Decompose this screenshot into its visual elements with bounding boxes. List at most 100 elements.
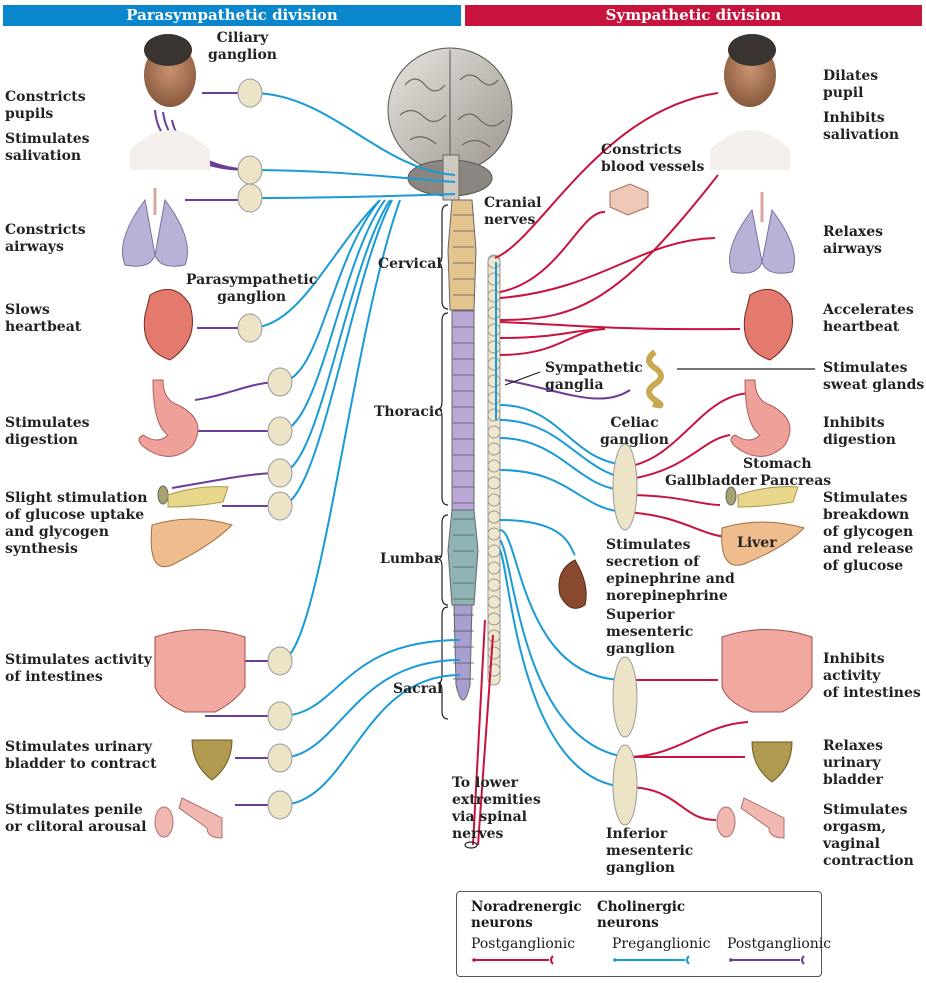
- spinal-cord: [447, 199, 479, 701]
- sympathetic-chain-ganglion: [487, 578, 501, 592]
- legend-swatch-noradrenergic-postganglionic: [472, 955, 554, 965]
- parasympathetic-ganglion: [237, 155, 263, 185]
- penis-right: [740, 797, 785, 839]
- para-effect-digestion: Stimulates digestion: [5, 415, 90, 448]
- parasympathetic-ganglion: [267, 646, 293, 676]
- symp-effect-salivation: Inhibits salivation: [823, 110, 900, 143]
- kidney-adrenal: [558, 559, 587, 609]
- sympathetic-ganglia-label: Sympathetic ganglia: [545, 360, 643, 393]
- symp-effect-heart: Accelerates heartbeat: [823, 302, 914, 335]
- symp-effect-adrenal: Stimulates secretion of epinephrine and …: [606, 537, 735, 604]
- symp-effect-blood-vessels: Constricts blood vessels: [601, 142, 705, 175]
- parasympathetic-ganglion-label: Parasympathetic ganglion: [186, 272, 318, 305]
- gallbladder-right: [725, 486, 737, 506]
- sympathetic-postganglionic-fibers: [472, 92, 751, 846]
- liver-label: Liver: [737, 535, 777, 551]
- lower-extremities-label: To lower extremities via spinal nerves: [452, 775, 541, 842]
- sympathetic-chain-ganglion: [487, 425, 501, 439]
- parasympathetic-ganglion: [267, 491, 293, 521]
- ciliary-ganglion-label: Ciliary ganglion: [208, 30, 277, 63]
- liver-left: [150, 518, 233, 567]
- para-effect-intestines: Stimulates activity of intestines: [5, 652, 152, 685]
- legend: Noradrenergic neurons Cholinergic neuron…: [456, 891, 831, 977]
- symp-effect-digestion: Inhibits digestion: [823, 415, 896, 448]
- inferior-mesenteric-ganglion: [612, 744, 638, 826]
- sympathetic-chain-ganglion: [487, 374, 501, 388]
- parasympathetic-ganglion: [267, 743, 293, 773]
- stomach-right: [730, 379, 791, 457]
- para-effect-bladder: Stimulates urinary bladder to contract: [5, 739, 157, 772]
- parasympathetic-ganglion: [267, 458, 293, 488]
- cervical-label: Cervical: [378, 256, 442, 272]
- pancreas-left: [167, 486, 229, 508]
- sympathetic-chain-ganglion: [487, 595, 501, 609]
- pancreas-right: [737, 486, 799, 508]
- sympathetic-chain-ganglion: [487, 527, 501, 541]
- parasympathetic-ganglion: [267, 701, 293, 731]
- sympathetic-chain-ganglion: [487, 493, 501, 507]
- pancreas-label: Pancreas: [760, 473, 832, 489]
- intestines-left: [154, 629, 246, 713]
- para-effect-genitals: Stimulates penile or clitoral arousal: [5, 802, 147, 835]
- parasympathetic-ganglion: [267, 790, 293, 820]
- penis-left: [178, 797, 223, 839]
- spinal-region-brackets: [437, 204, 449, 720]
- sympathetic-chain-ganglion: [487, 357, 501, 371]
- head-parasympathetic: [130, 34, 210, 170]
- parasympathetic-ganglion: [237, 183, 263, 213]
- intestines-right: [721, 629, 813, 713]
- sympathetic-chain: [487, 254, 501, 686]
- para-effect-glucose: Slight stimulation of glucose uptake and…: [5, 490, 148, 557]
- legend-swatch-cholinergic-postganglionic: [729, 955, 805, 965]
- bladder-right: [751, 741, 793, 783]
- para-effect-heart: Slows heartbeat: [5, 302, 82, 335]
- spinal-nerve-loop: [464, 841, 478, 849]
- sympathetic-ganglia-pointer: [504, 371, 541, 386]
- brain: [387, 47, 513, 201]
- organs: [122, 34, 813, 839]
- para-effect-salivation: Stimulates salivation: [5, 131, 90, 164]
- sympathetic-preganglionic-fibers: [495, 262, 626, 788]
- parasympathetic-division-header: Parasympathetic division: [3, 5, 461, 26]
- blood-vessel: [609, 183, 649, 216]
- sympathetic-chain-ganglion: [487, 289, 501, 303]
- thoracic-label: Thoracic: [374, 404, 443, 420]
- sympathetic-chain-ganglion: [487, 476, 501, 490]
- sympathetic-chain-ganglion: [487, 306, 501, 320]
- head-sympathetic: [710, 34, 790, 170]
- lumbar-label: Lumbar: [380, 551, 442, 567]
- sacral-label: Sacral: [393, 681, 443, 697]
- symp-effect-pupil: Dilates pupil: [823, 68, 879, 101]
- sympathetic-chain-ganglion: [487, 323, 501, 337]
- lungs-right: [729, 192, 795, 274]
- sympathetic-chain-ganglion: [487, 510, 501, 524]
- legend-cholinergic-preganglionic-label: Preganglionic: [612, 936, 711, 952]
- gallbladder-label: Gallbladder: [665, 473, 757, 489]
- symp-effect-bladder: Relaxes urinary bladder: [823, 738, 884, 788]
- stomach-label: Stomach: [743, 456, 812, 472]
- sympathetic-chain-ganglion: [487, 629, 501, 643]
- sympathetic-chain-ganglion: [487, 391, 501, 405]
- parasympathetic-ganglion: [237, 78, 263, 108]
- prevertebral-ganglia: [612, 443, 638, 826]
- heart-right: [743, 288, 793, 361]
- symp-effect-airways: Relaxes airways: [823, 224, 884, 257]
- gallbladder-left: [157, 485, 169, 505]
- legend-swatch-cholinergic-preganglionic: [613, 955, 690, 965]
- symp-effect-glycogen: Stimulates breakdown of glycogen and rel…: [823, 490, 914, 574]
- sympathetic-chain-ganglion: [487, 544, 501, 558]
- legend-noradrenergic-postganglionic-label: Postganglionic: [471, 936, 576, 952]
- heart-left: [143, 288, 193, 361]
- parasympathetic-ganglion: [267, 367, 293, 397]
- parasympathetic-ganglion: [237, 313, 263, 343]
- sympathetic-chain-ganglion: [487, 561, 501, 575]
- sympathetic-chain-ganglion: [487, 255, 501, 269]
- parasympathetic-ganglion: [267, 416, 293, 446]
- vulva-left: [154, 806, 174, 838]
- vulva-right: [716, 806, 736, 838]
- sympathetic-chain-ganglion: [487, 459, 501, 473]
- legend-cholinergic-title: Cholinergic neurons: [597, 899, 686, 931]
- sympathetic-chain-ganglion: [487, 340, 501, 354]
- sympathetic-chain-ganglion: [487, 612, 501, 626]
